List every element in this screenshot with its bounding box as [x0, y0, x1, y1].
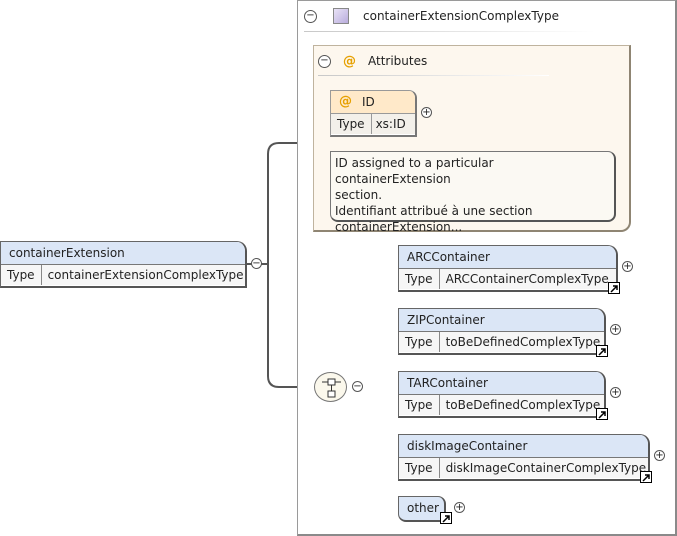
- attributes-underline: [318, 75, 549, 76]
- expand-icon[interactable]: +: [654, 450, 665, 461]
- documentation-box: ID assigned to a particular containerExt…: [330, 151, 616, 234]
- other-label: other: [407, 501, 439, 515]
- element-name: diskImageContainer: [399, 435, 648, 458]
- type-value: toBeDefinedComplexType: [445, 335, 601, 349]
- type-value: toBeDefinedComplexType: [445, 398, 601, 412]
- type-key: Type: [1, 265, 42, 285]
- type-link-icon[interactable]: [640, 471, 652, 483]
- expand-icon[interactable]: +: [610, 324, 621, 335]
- type-value: xs:ID: [375, 117, 406, 131]
- type-key: Type: [399, 395, 440, 415]
- expand-icon[interactable]: +: [454, 502, 465, 513]
- collapse-icon[interactable]: −: [318, 54, 331, 68]
- child-element-diskimagecontainer[interactable]: diskImageContainer Type diskImageContain…: [398, 434, 650, 481]
- attribute-icon: @: [339, 94, 352, 109]
- type-value: containerExtensionComplexType: [47, 268, 244, 282]
- title-underline: [304, 31, 595, 32]
- collapse-icon[interactable]: −: [304, 9, 317, 23]
- child-element-arccontainer[interactable]: ARCContainer Type ARCContainerComplexTyp…: [398, 245, 618, 292]
- doc-line: ID assigned to a particular containerExt…: [335, 156, 494, 186]
- type-value: diskImageContainerComplexType: [445, 461, 647, 475]
- collapse-icon[interactable]: −: [251, 258, 262, 269]
- type-link-icon[interactable]: [440, 512, 452, 524]
- expand-icon[interactable]: +: [421, 107, 432, 118]
- type-key: Type: [399, 269, 440, 289]
- child-element-zipcontainer[interactable]: ZIPContainer Type toBeDefinedComplexType: [398, 308, 606, 355]
- expand-icon[interactable]: +: [610, 387, 621, 398]
- attribute-name: ID: [362, 95, 375, 109]
- type-key: Type: [399, 332, 440, 352]
- any-element-other[interactable]: other: [398, 496, 446, 522]
- element-name: ZIPContainer: [399, 309, 604, 332]
- element-name: containerExtension: [1, 242, 245, 265]
- complex-type-title: containerExtensionComplexType: [363, 9, 559, 23]
- type-link-icon[interactable]: [596, 345, 608, 357]
- attributes-title: Attributes: [368, 54, 428, 68]
- attribute-icon: @: [343, 53, 356, 69]
- doc-line: Identifiant attribué à une section: [335, 204, 533, 218]
- complex-type-icon: [333, 8, 349, 24]
- doc-line: containerExtension...: [335, 220, 463, 234]
- type-link-icon[interactable]: [608, 282, 620, 294]
- collapse-icon[interactable]: −: [352, 381, 363, 392]
- element-name: ARCContainer: [399, 246, 616, 269]
- element-name: TARContainer: [399, 372, 604, 395]
- expand-icon[interactable]: +: [622, 261, 633, 272]
- child-element-tarcontainer[interactable]: TARContainer Type toBeDefinedComplexType: [398, 371, 606, 418]
- sequence-compositor[interactable]: [314, 372, 347, 402]
- type-key: Type: [399, 458, 440, 478]
- attribute-id[interactable]: @ ID Type xs:ID: [330, 90, 417, 137]
- doc-line: section.: [335, 188, 383, 202]
- type-key: Type: [331, 114, 372, 134]
- type-value: ARCContainerComplexType: [445, 272, 609, 286]
- root-element[interactable]: containerExtension Type containerExtensi…: [0, 241, 247, 288]
- sequence-icon: [322, 378, 341, 398]
- type-link-icon[interactable]: [596, 408, 608, 420]
